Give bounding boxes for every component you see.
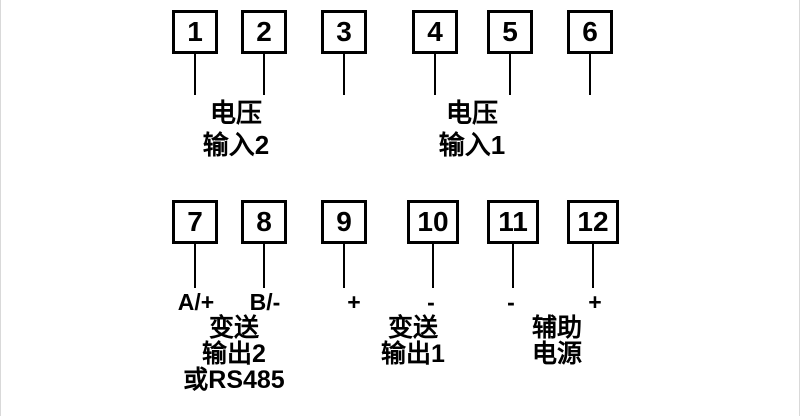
terminal-box-11: 11 (487, 200, 539, 244)
terminal-number: 1 (187, 16, 203, 47)
label-line: 电压 (209, 98, 262, 128)
terminal-number: 3 (336, 16, 352, 47)
terminal-box-2: 2 (241, 10, 287, 54)
terminal-box-3: 3 (321, 10, 367, 54)
label-line: 输入2 (202, 130, 270, 160)
terminal-lead-9 (343, 244, 345, 288)
terminal-box-4: 4 (412, 10, 458, 54)
terminal-number: 2 (256, 16, 272, 47)
terminal-box-8: 8 (241, 200, 287, 244)
polarity-label-9: + (347, 289, 361, 315)
terminal-lead-5 (509, 54, 511, 95)
label-line: 输出2 (202, 340, 266, 368)
terminal-number: 11 (498, 206, 528, 237)
label-line: 或RS485 (183, 366, 285, 394)
polarity-label-11: - (507, 289, 515, 315)
terminal-lead-11 (512, 244, 514, 288)
polarity-label-12: + (588, 289, 602, 315)
terminal-lead-2 (263, 54, 265, 95)
terminal-number: 9 (336, 206, 352, 237)
label-line: 辅助 (531, 314, 583, 342)
label-line: 变送 (208, 314, 260, 342)
label-line: 电压 (445, 98, 498, 128)
terminal-number: 4 (427, 16, 443, 47)
terminal-box-6: 6 (567, 10, 613, 54)
terminal-box-9: 9 (321, 200, 367, 244)
label-line: 输入1 (438, 130, 506, 160)
terminal-box-7: 7 (172, 200, 218, 244)
terminal-number: 7 (187, 206, 203, 237)
label-line: 电源 (531, 340, 583, 368)
terminal-lead-6 (589, 54, 591, 95)
label-voltage-input-2: 电压 输入2 (203, 97, 269, 161)
terminal-lead-8 (263, 244, 265, 288)
label-transmit-output-1: 变送 输出1 (381, 315, 445, 367)
terminal-number: 10 (417, 206, 449, 237)
label-line: 输出1 (381, 340, 445, 368)
terminal-lead-10 (432, 244, 434, 288)
label-transmit-output-2-or-rs485: 变送 输出2 或RS485 (183, 315, 284, 393)
terminal-box-12: 12 (567, 200, 619, 244)
terminal-lead-3 (343, 54, 345, 95)
terminal-number: 6 (582, 16, 598, 47)
terminal-lead-12 (592, 244, 594, 288)
label-auxiliary-power: 辅助 电源 (532, 315, 582, 367)
terminal-number: 5 (502, 16, 518, 47)
terminal-box-5: 5 (487, 10, 533, 54)
terminal-lead-1 (194, 54, 196, 95)
terminal-number: 8 (256, 206, 272, 237)
polarity-label-10: - (427, 289, 435, 315)
terminal-box-10: 10 (407, 200, 459, 244)
polarity-label-8: B/- (249, 289, 281, 315)
terminal-lead-7 (194, 244, 196, 288)
label-voltage-input-1: 电压 输入1 (439, 97, 505, 161)
polarity-label-7: A/+ (177, 289, 215, 315)
terminal-number: 12 (577, 206, 609, 237)
terminal-lead-4 (434, 54, 436, 95)
label-line: 变送 (387, 314, 438, 342)
terminal-box-1: 1 (172, 10, 218, 54)
